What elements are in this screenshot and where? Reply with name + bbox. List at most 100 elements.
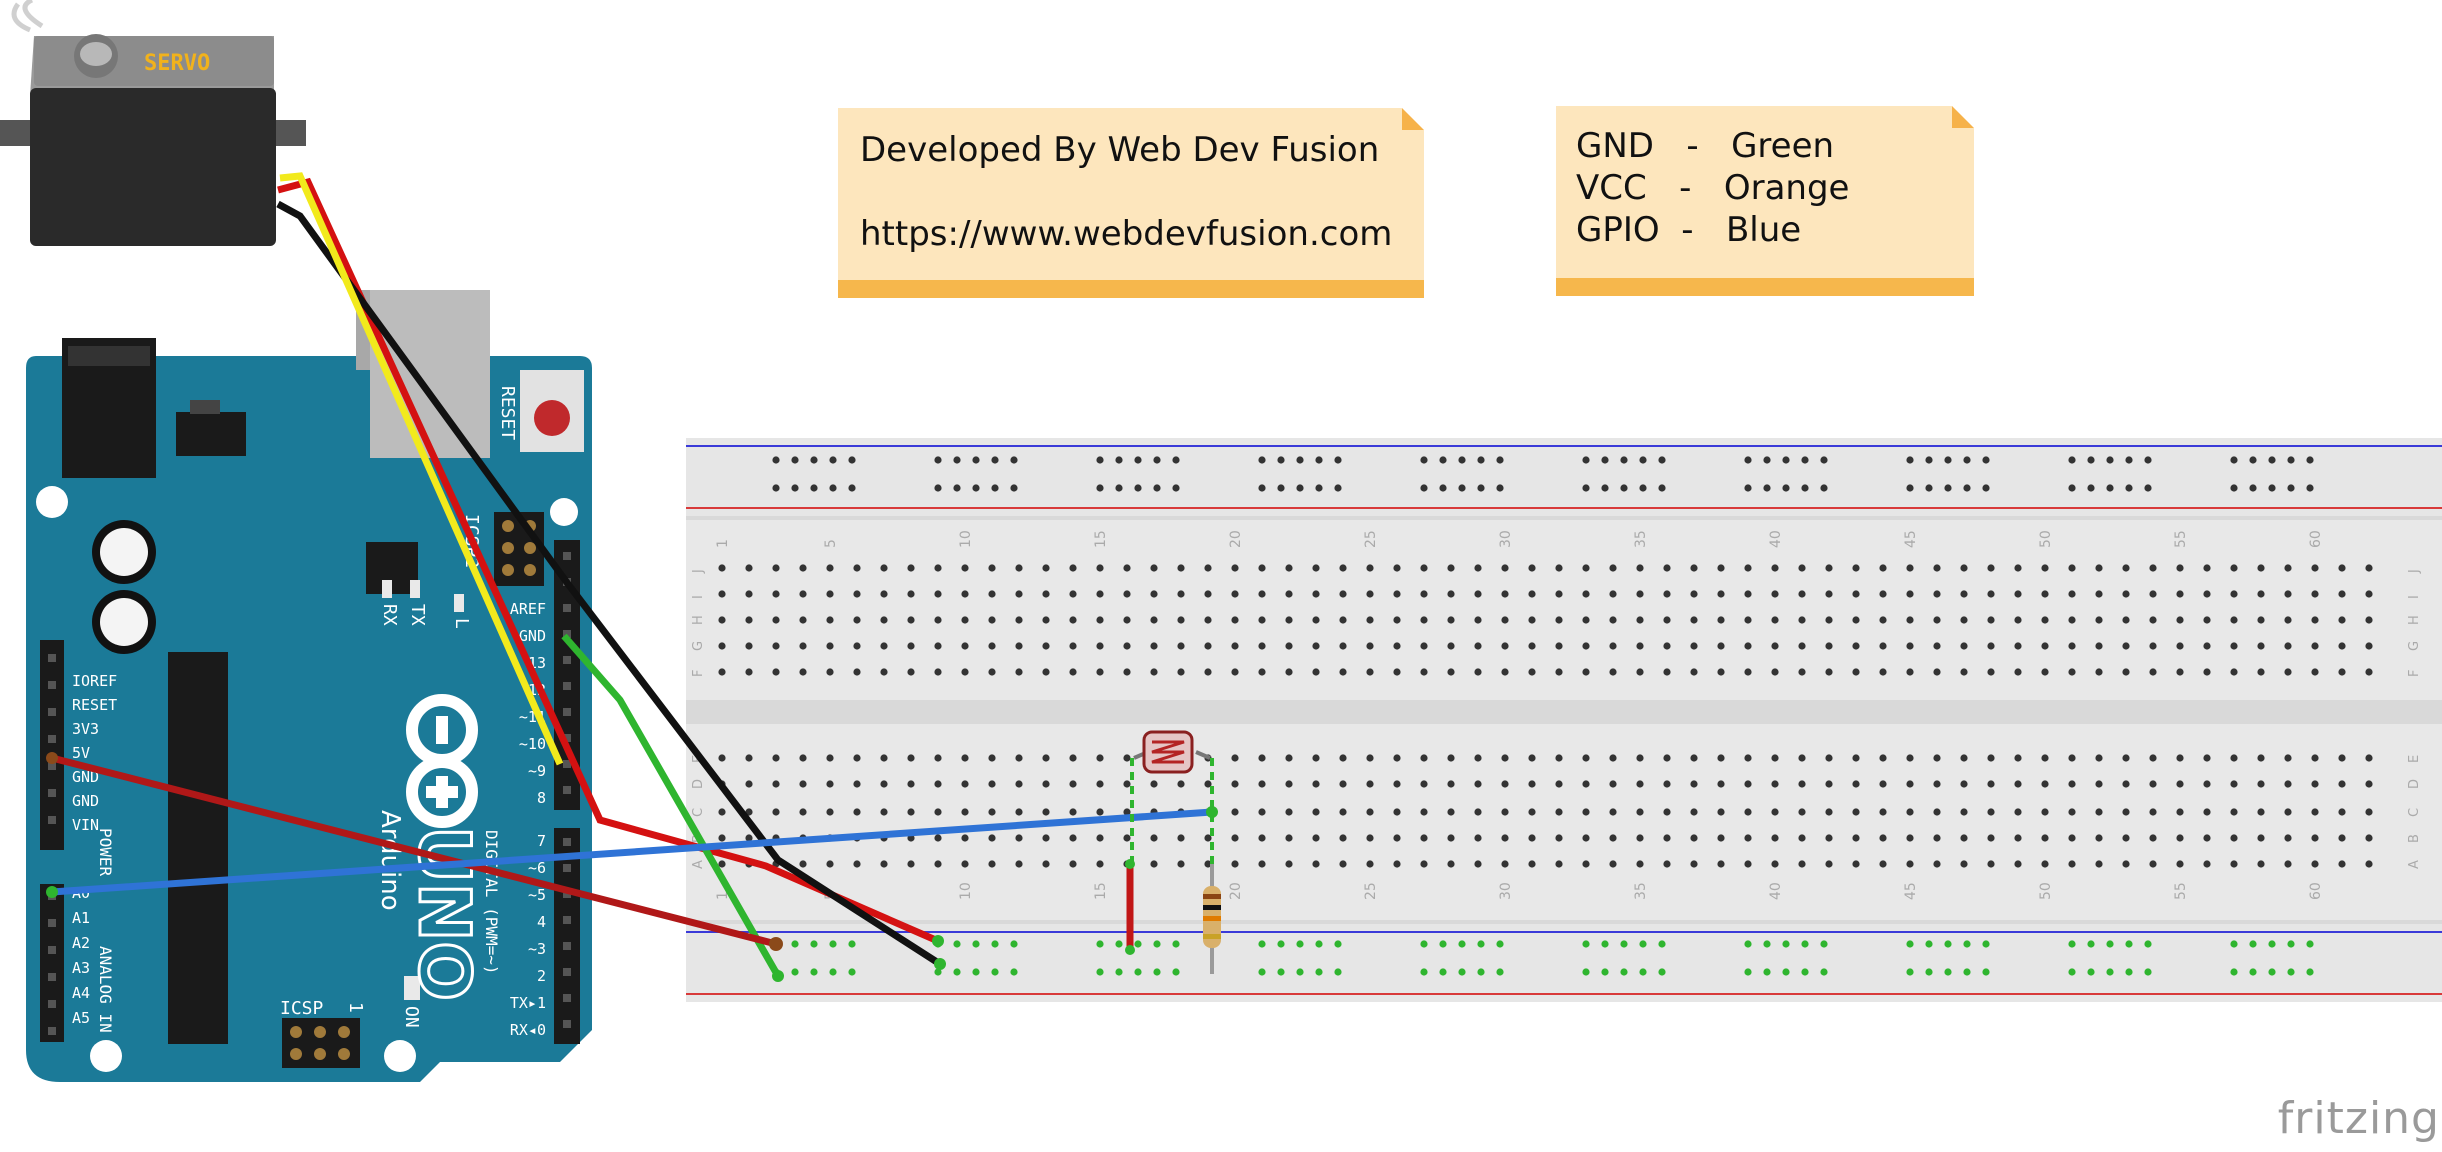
rail-hole	[1744, 456, 1752, 464]
breadboard-hole	[1555, 668, 1563, 676]
breadboard-hole	[1150, 564, 1158, 572]
column-number: 35	[1633, 882, 1649, 900]
rail-hole	[1277, 456, 1285, 464]
breadboard-hole	[1582, 754, 1590, 762]
breadboard-hole	[934, 834, 942, 842]
breadboard-hole	[1042, 808, 1050, 816]
rail-hole	[1763, 968, 1771, 976]
resistor	[1203, 864, 1221, 974]
rail-hole	[1458, 968, 1466, 976]
icsp-pin	[314, 1026, 326, 1038]
breadboard-hole	[799, 808, 807, 816]
breadboard-hole	[1312, 834, 1320, 842]
rail-hole	[1639, 940, 1647, 948]
rail-hole	[1963, 940, 1971, 948]
breadboard-hole	[1528, 590, 1536, 598]
breadboard-hole	[1501, 590, 1509, 598]
breadboard-hole	[1636, 642, 1644, 650]
header-pin	[48, 735, 56, 743]
rail-hole	[1782, 968, 1790, 976]
wire-end	[769, 937, 783, 951]
row-letter: I	[691, 595, 706, 599]
breadboard-hole	[1771, 642, 1779, 650]
breadboard-hole	[1663, 590, 1671, 598]
breadboard-hole	[1015, 616, 1023, 624]
breadboard-hole	[2338, 642, 2346, 650]
breadboard-hole	[988, 642, 996, 650]
breadboard-hole	[1690, 564, 1698, 572]
pin-label: ~6	[528, 859, 546, 877]
breadboard-hole	[2014, 834, 2022, 842]
pin-label: GND	[72, 792, 99, 810]
breadboard-hole	[2122, 860, 2130, 868]
breadboard-hole	[1312, 808, 1320, 816]
rail-hole	[1658, 484, 1666, 492]
rail-hole	[2268, 484, 2276, 492]
breadboard-hole	[1015, 808, 1023, 816]
breadboard-hole	[1798, 860, 1806, 868]
rail-hole	[2068, 456, 2076, 464]
breadboard-hole	[1528, 668, 1536, 676]
ldr-track	[1151, 740, 1185, 764]
column-number: 60	[2308, 882, 2324, 900]
note-fold	[1402, 108, 1424, 130]
breadboard-hole	[1096, 860, 1104, 868]
breadboard-hole	[1285, 590, 1293, 598]
breadboard-hole	[1366, 834, 1374, 842]
icsp-pin	[502, 520, 514, 532]
note-bar	[838, 280, 1424, 298]
breadboard-hole	[2095, 616, 2103, 624]
rail-hole	[2144, 484, 2152, 492]
breadboard-hole	[1771, 616, 1779, 624]
breadboard-hole	[1609, 564, 1617, 572]
header-pin	[563, 942, 571, 950]
breadboard-hole	[2311, 808, 2319, 816]
breadboard-hole	[1879, 642, 1887, 650]
breadboard-hole	[907, 564, 915, 572]
row-letter: D	[2407, 779, 2422, 789]
breadboard-hole	[2041, 616, 2049, 624]
breadboard-hole	[2203, 590, 2211, 598]
breadboard-hole	[1015, 834, 1023, 842]
breadboard-hole	[2230, 808, 2238, 816]
breadboard-hole	[2068, 590, 2076, 598]
breadboard-hole	[2149, 780, 2157, 788]
breadboard-hole	[1906, 642, 1914, 650]
wire-end	[46, 752, 58, 764]
breadboard-hole	[1663, 860, 1671, 868]
breadboard-hole	[2095, 564, 2103, 572]
breadboard-hole	[1366, 808, 1374, 816]
breadboard-hole	[1663, 564, 1671, 572]
breadboard-hole	[1258, 754, 1266, 762]
breadboard-hole	[1285, 668, 1293, 676]
breadboard-hole	[1717, 860, 1725, 868]
breadboard-hole	[1366, 564, 1374, 572]
breadboard-hole	[1231, 590, 1239, 598]
icsp-label: ICSP	[280, 998, 324, 1019]
rail-hole	[1820, 456, 1828, 464]
breadboard-hole	[1852, 754, 1860, 762]
breadboard-hole	[1204, 860, 1212, 868]
breadboard-hole	[1906, 564, 1914, 572]
breadboard-hole	[2284, 808, 2292, 816]
rail-hole	[1801, 484, 1809, 492]
breadboard-hole	[745, 590, 753, 598]
breadboard-hole	[907, 754, 915, 762]
breadboard-hole	[934, 616, 942, 624]
breadboard-hole	[826, 780, 834, 788]
breadboard-hole	[961, 754, 969, 762]
breadboard-hole	[1798, 564, 1806, 572]
breadboard-hole	[1609, 780, 1617, 788]
l-led	[454, 594, 464, 612]
wire-end	[772, 970, 784, 982]
breadboard-hole	[2257, 860, 2265, 868]
breadboard-hole	[1879, 616, 1887, 624]
breadboard-hole	[2095, 780, 2103, 788]
breadboard-hole	[1312, 780, 1320, 788]
breadboard-hole	[1339, 754, 1347, 762]
rail-hole	[991, 456, 999, 464]
breadboard-hole	[2203, 668, 2211, 676]
breadboard-hole	[1258, 780, 1266, 788]
breadboard-hole	[1636, 834, 1644, 842]
breadboard-hole	[1879, 668, 1887, 676]
